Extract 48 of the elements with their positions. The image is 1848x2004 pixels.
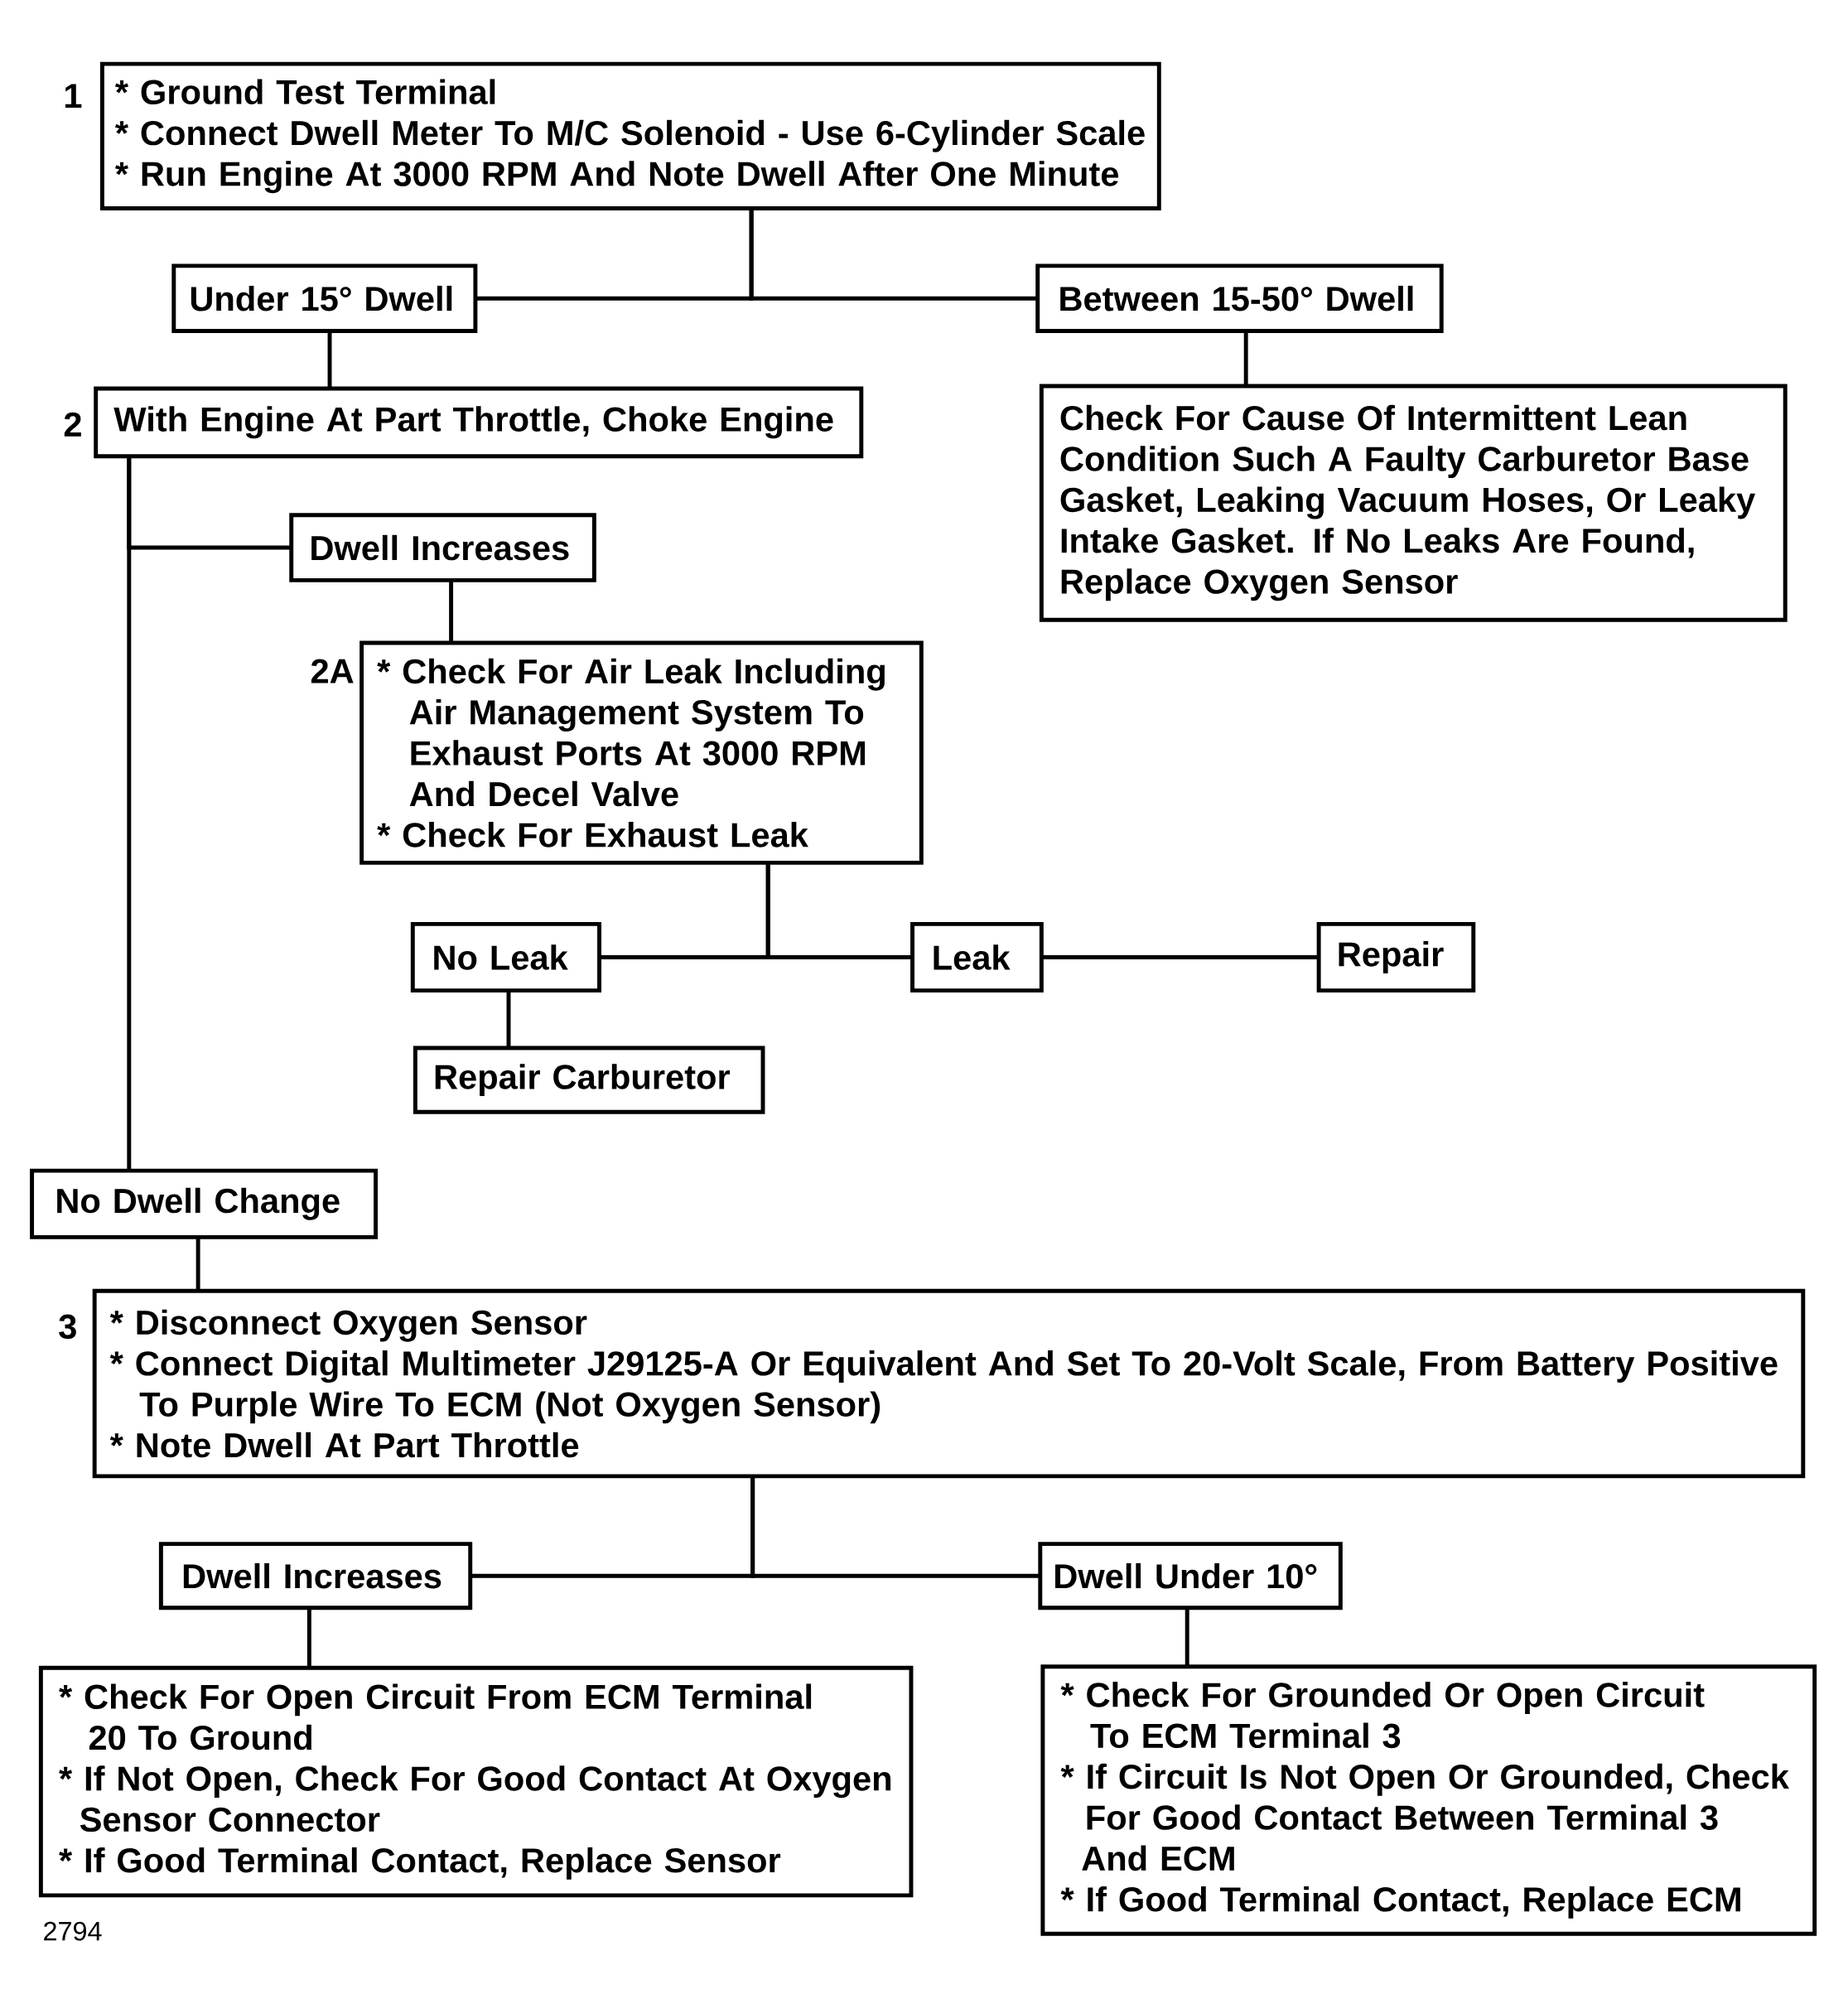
connector-line [449, 580, 454, 643]
bullet-item: * If Not Open, Check For Good Contact At Oxygen Sensor Connector [59, 1765, 891, 1833]
bullet-item: * Disconnect Oxygen Sensor [109, 1309, 587, 1342]
bullet-item: * Connect Digital Multimeter J29125-A Or Equivalent And Set To 20-Volt Scale, From Battery Positive To Purple Wire To ECM (Not Oxygen Sensor) [109, 1350, 1778, 1424]
bullet-item: * If Circuit Is Not Open Or Grounded, Check For Good Contact Between Terminal 3 And ECM [1060, 1763, 1790, 1871]
step-box [100, 61, 1161, 210]
figure-number: 2794 [44, 1921, 102, 1941]
step-number: 3 [59, 1314, 76, 1340]
connector-line [127, 456, 132, 1171]
action-box: Repair [1316, 921, 1476, 993]
bullet-item: * If Good Terminal Contact, Replace Sensor [59, 1847, 781, 1880]
connector-line [195, 1237, 200, 1292]
bullet-item: * Ground Test Terminal [115, 79, 495, 104]
connector-line [750, 1475, 1040, 1578]
connector-line [749, 208, 1038, 301]
bullet-item: * Run Engine At 3000 RPM And Note Dwell After One Minute [115, 161, 1119, 194]
bullet-item: * Check For Exhaust Leak [377, 822, 809, 847]
step-number: 2A [311, 659, 354, 683]
connector-line [1041, 955, 1320, 959]
action-box: Check For Cause Of Intermittent Lean Condition Such A Faulty Carburetor Base Gasket, Leaking Vacuum Hoses, Or Leaky Intake Gasket. If No Leaks Are Found, Replace Oxygen Sensor [1040, 384, 1788, 622]
step-number: 1 [65, 84, 82, 109]
action-box: Repair Carburetor [413, 1045, 765, 1114]
condition-box: Dwell Under 10° [1038, 1542, 1343, 1610]
connector-line [1185, 1607, 1189, 1667]
condition-box: Between 15-50° Dwell [1035, 263, 1444, 334]
bullet-item: * If Good Terminal Contact, Replace ECM [1060, 1886, 1740, 1919]
step-box [92, 1288, 1806, 1479]
step-box [1040, 1664, 1817, 1936]
connector-line [765, 862, 913, 959]
bullet-item: * Check For Air Leak Including Air Management System To Exhaust Ports At 3000 RPM And Decel Valve [377, 658, 885, 807]
connector-line [1243, 331, 1248, 386]
bullet-item: * Connect Dwell Meter To M/C Solenoid - Use 6-Cylinder Scale [115, 119, 1145, 152]
condition-box: No Dwell Change [30, 1168, 379, 1239]
bullet-item: * Note Dwell At Part Throttle [109, 1432, 579, 1458]
condition-box: Under 15° Dwell [171, 263, 478, 334]
step-box: With Engine At Part Throttle, Choke Engine [94, 386, 864, 459]
step-box [39, 1665, 914, 1898]
condition-box: No Leak [410, 921, 602, 993]
bullet-item: * Check For Open Circuit From ECM Terminal 20 To Ground [59, 1683, 812, 1750]
step-number: 2 [64, 412, 81, 437]
connector-line [307, 1607, 311, 1668]
connector-line [327, 331, 332, 389]
bullet-item: * Check For Grounded Or Open Circuit To ECM Terminal 3 [1060, 1682, 1705, 1749]
condition-box: Leak [910, 921, 1044, 993]
condition-box: Dwell Increases [289, 513, 596, 582]
connector-line [506, 990, 511, 1049]
step-box [359, 640, 924, 865]
condition-box: Dwell Increases [159, 1542, 473, 1610]
